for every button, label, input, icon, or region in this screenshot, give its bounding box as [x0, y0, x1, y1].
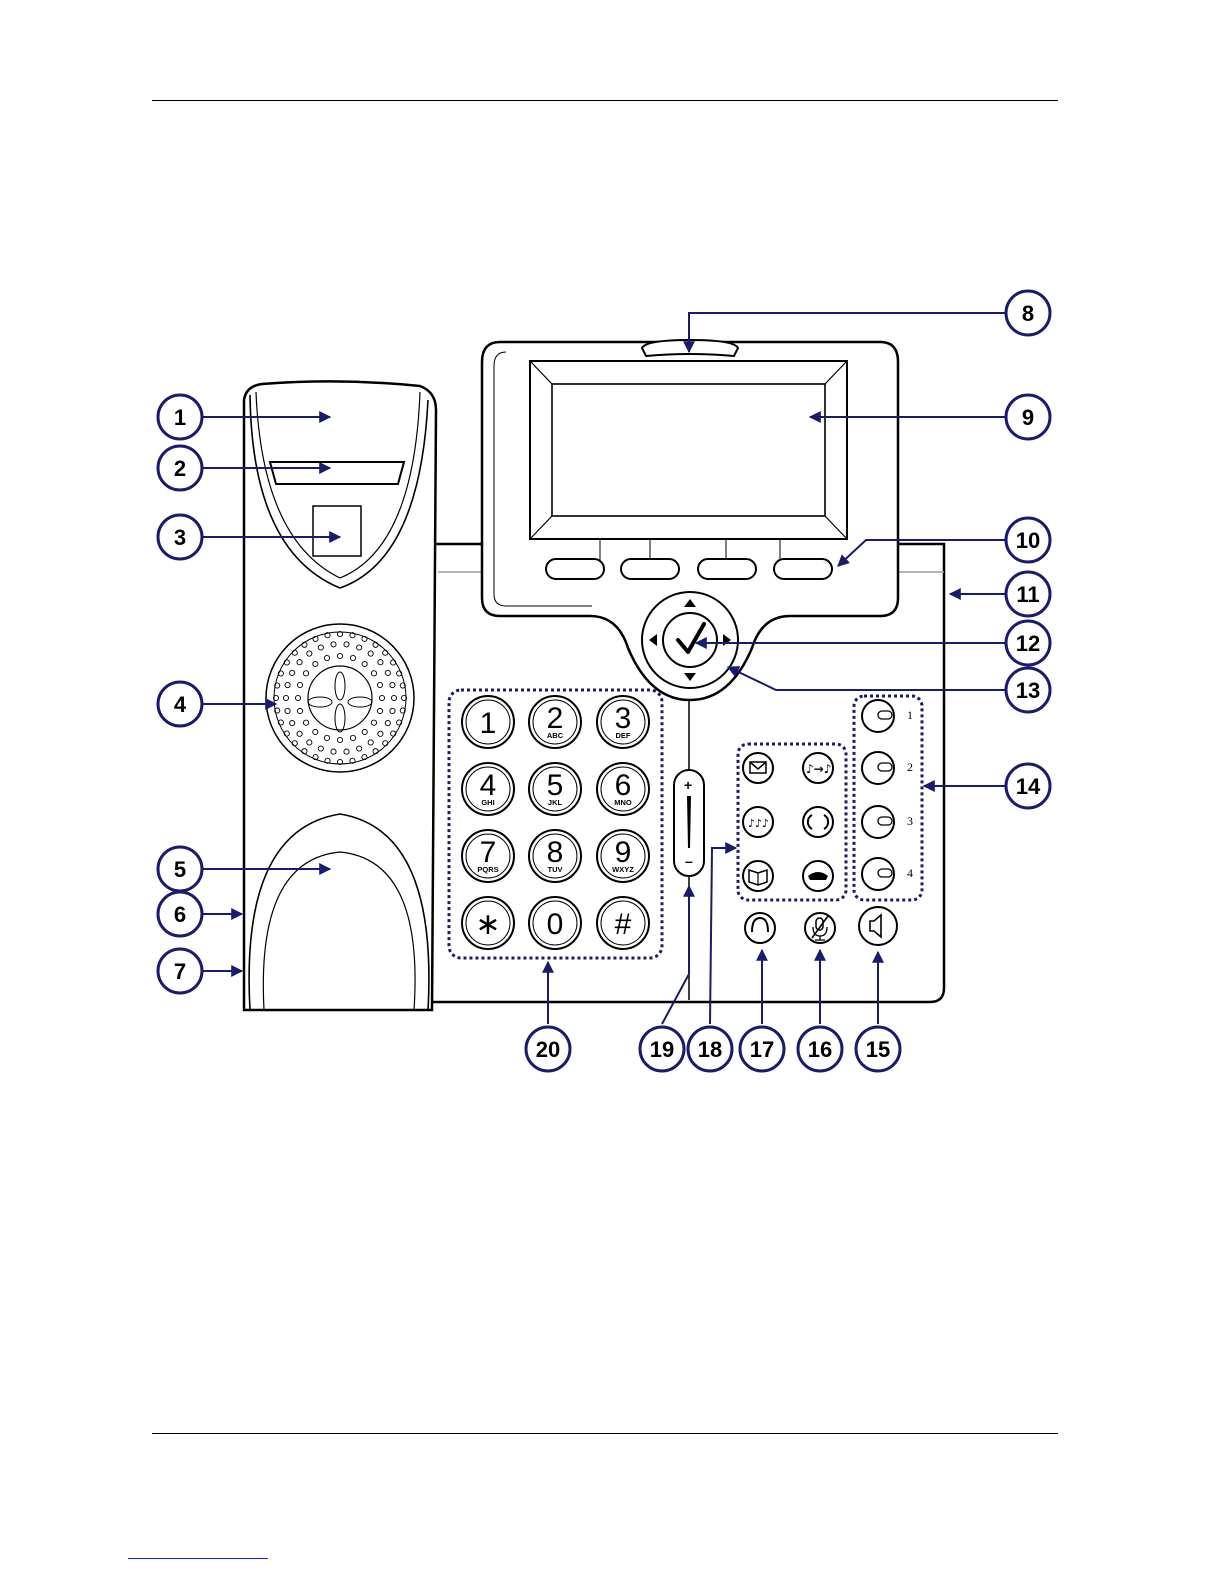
callout-number: 17	[750, 1037, 774, 1062]
keypad-key-9[interactable]: ∗	[462, 897, 514, 949]
callout-number: 5	[174, 857, 186, 882]
line-key-label: 4	[907, 866, 913, 880]
callout-13: 13	[1006, 668, 1050, 712]
callout-8: 8	[1006, 291, 1050, 335]
key-letters: MNO	[614, 798, 632, 807]
callout-number: 11	[1016, 582, 1039, 607]
callout-6: 6	[158, 892, 202, 936]
key-letters: DEF	[616, 731, 631, 740]
callout-17: 17	[740, 1027, 784, 1071]
ok-button[interactable]	[663, 613, 717, 667]
callout-number: 2	[174, 456, 186, 481]
callout-12: 12	[1006, 621, 1050, 665]
hold-key[interactable]	[803, 861, 833, 891]
callout-19: 19	[640, 1027, 684, 1071]
transfer-icon: ♪→♪	[806, 762, 831, 776]
callout-3: 3	[158, 515, 202, 559]
callout-2: 2	[158, 446, 202, 490]
callout-9: 9	[1006, 395, 1050, 439]
soft-key-2[interactable]	[621, 559, 679, 579]
callout-number: 16	[808, 1037, 832, 1062]
callout-number: 8	[1022, 301, 1034, 326]
line-led	[878, 869, 892, 877]
soft-key-3[interactable]	[698, 559, 756, 579]
callout-16: 16	[798, 1027, 842, 1071]
key-digit: ∗	[475, 908, 500, 941]
volume-key[interactable]: + –	[674, 770, 704, 876]
callout-number: 13	[1016, 678, 1040, 703]
callout-18: 18	[688, 1027, 732, 1071]
key-digit: 1	[480, 707, 497, 740]
key-letters: ABC	[547, 731, 564, 740]
conference-icon: ♪♪♪	[748, 817, 769, 830]
callout-number: 12	[1016, 631, 1040, 656]
callout-11: 11	[1006, 572, 1050, 616]
callout-1: 1	[158, 395, 202, 439]
svg-text:+: +	[684, 777, 692, 793]
callout-number: 9	[1022, 405, 1034, 430]
hookswitch-tab	[313, 506, 361, 556]
headset-key[interactable]	[745, 913, 775, 943]
key-digit: 0	[547, 908, 564, 941]
transfer-key[interactable]: ♪→♪	[803, 753, 833, 783]
hookswitch-bar	[270, 462, 404, 484]
callout-number: 15	[866, 1037, 890, 1062]
line-key-label: 2	[907, 760, 913, 774]
key-letters: WXYZ	[612, 865, 634, 874]
callout-7: 7	[158, 949, 202, 993]
keypad-key-11[interactable]: #	[597, 897, 649, 949]
callout-number: 14	[1016, 774, 1041, 799]
phonebook-key[interactable]	[743, 861, 773, 891]
callout-14: 14	[1006, 764, 1050, 808]
navigation-cluster	[642, 592, 738, 688]
callout-4: 4	[158, 682, 202, 726]
callout-number: 3	[174, 525, 186, 550]
callout-number: 20	[536, 1037, 560, 1062]
callout-20: 20	[526, 1027, 570, 1071]
callout-number: 6	[174, 902, 186, 927]
svg-text:–: –	[685, 853, 693, 869]
key-letters: PQRS	[477, 865, 498, 874]
soft-key-4[interactable]	[774, 559, 832, 579]
callout-number: 7	[174, 959, 186, 984]
line-led	[878, 711, 892, 719]
conference-key[interactable]: ♪♪♪	[743, 807, 773, 837]
callout-15: 15	[856, 1027, 900, 1071]
callout-number: 1	[174, 405, 186, 430]
keypad-key-10[interactable]: 0	[529, 897, 581, 949]
key-letters: JKL	[548, 798, 563, 807]
key-letters: TUV	[548, 865, 563, 874]
callout-5: 5	[158, 847, 202, 891]
line-led	[878, 817, 892, 825]
callout-number: 19	[650, 1037, 674, 1062]
line-led	[878, 763, 892, 771]
key-digit: #	[615, 908, 632, 941]
key-letters: GHI	[481, 798, 494, 807]
line-key-label: 3	[907, 814, 913, 828]
handset	[244, 381, 436, 1010]
callout-number: 4	[174, 692, 187, 717]
redial-key[interactable]	[803, 807, 833, 837]
callout-number: 10	[1016, 528, 1040, 553]
callout-10: 10	[1006, 518, 1050, 562]
soft-key-1[interactable]	[546, 559, 604, 579]
mute-key[interactable]	[805, 913, 835, 943]
callout-number: 18	[698, 1037, 722, 1062]
message-key[interactable]	[743, 753, 773, 783]
keypad-key-0[interactable]: 1	[462, 696, 514, 748]
line-key-label: 1	[907, 708, 913, 722]
speakerphone-key[interactable]	[859, 907, 897, 945]
